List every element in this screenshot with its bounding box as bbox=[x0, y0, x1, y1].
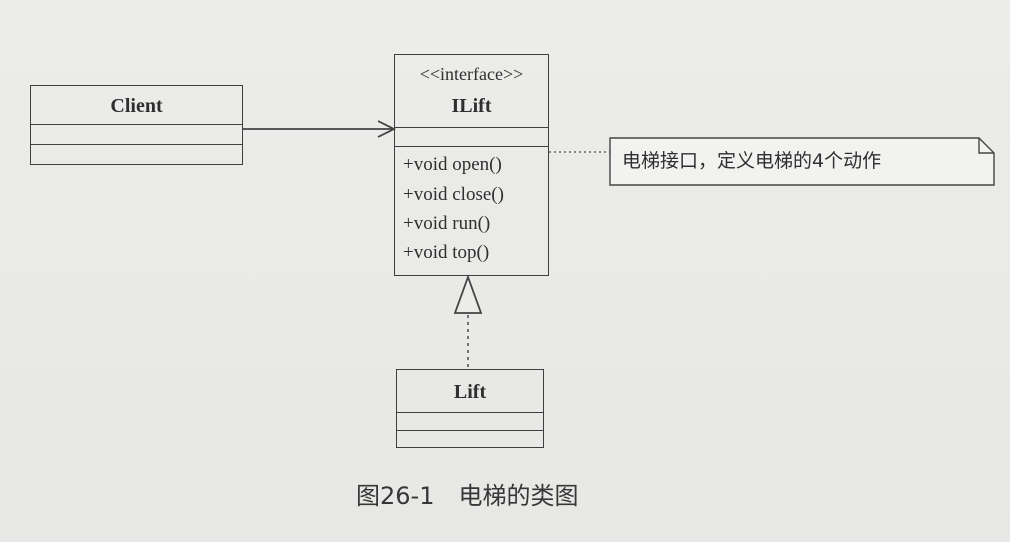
lift-class-name: Lift bbox=[453, 381, 487, 403]
ilift-interface-box: <<interface>> ILift +void open() +void c… bbox=[394, 54, 549, 276]
client-attributes-divider bbox=[31, 124, 242, 125]
ilift-method-top: +void top() bbox=[403, 242, 490, 263]
ilift-note-text: 电梯接口，定义电梯的4个动作 bbox=[622, 150, 882, 172]
ilift-method-close: +void close() bbox=[403, 184, 504, 205]
ilift-class-name: ILift bbox=[451, 95, 492, 117]
figure-title: 电梯的类图 bbox=[458, 482, 579, 510]
realization-triangle-arrowhead bbox=[453, 274, 483, 314]
figure-number: 图26-1 bbox=[356, 482, 435, 510]
ilift-note: 电梯接口，定义电梯的4个动作 bbox=[610, 138, 994, 185]
note-shape bbox=[609, 137, 995, 186]
lift-class-box: Lift bbox=[396, 369, 544, 448]
ilift-stereotype: <<interface>> bbox=[419, 64, 524, 84]
ilift-attributes-divider bbox=[395, 127, 548, 128]
figure-caption: 图26-1 电梯的类图 bbox=[356, 482, 578, 510]
ilift-method-run: +void run() bbox=[403, 213, 491, 234]
lift-methods-divider bbox=[397, 430, 543, 431]
client-class-box: Client bbox=[30, 85, 243, 165]
client-methods-divider bbox=[31, 144, 242, 145]
client-class-name: Client bbox=[110, 95, 163, 117]
lift-attributes-divider bbox=[397, 412, 543, 413]
ilift-method-open: +void open() bbox=[403, 154, 502, 175]
note-fold-corner bbox=[978, 138, 994, 154]
ilift-methods-divider bbox=[395, 146, 548, 147]
